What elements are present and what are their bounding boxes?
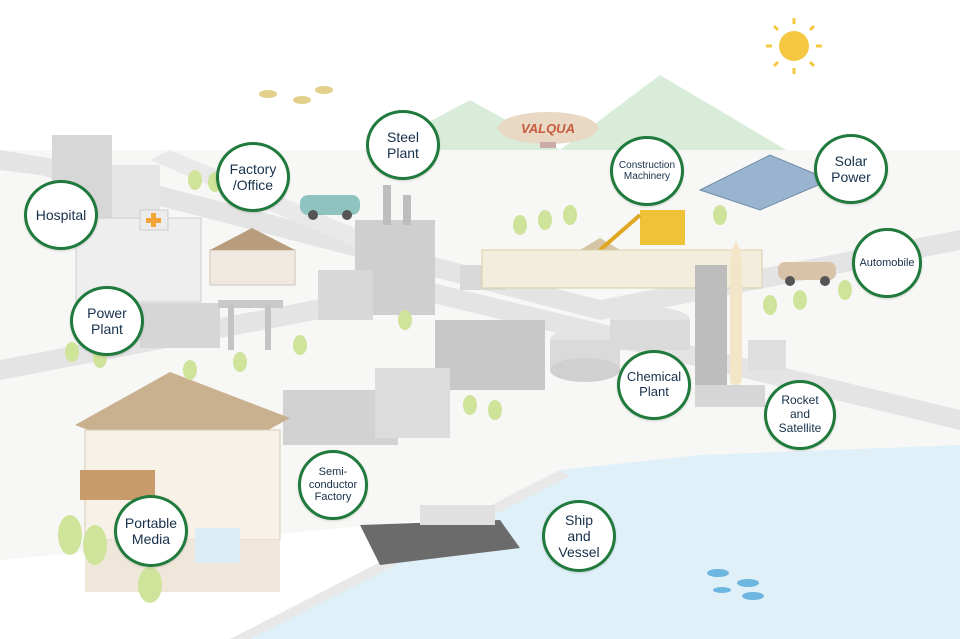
hospital-badge[interactable]: Hospital [24,180,98,250]
badge-label: Chemical Plant [626,369,682,399]
badge-label: Ship and Vessel [558,511,600,561]
badge-label: Factory /Office [229,160,277,193]
chemical-plant-building [435,307,690,390]
factory-office-badge[interactable]: Factory /Office [216,142,290,212]
badge-label: Solar Power [831,152,871,185]
badge-label: Steel Plant [387,128,419,161]
badge-label: Portable Media [124,514,178,547]
hospital-building [52,135,202,303]
rocket-satellite-badge[interactable]: Rocket and Satellite [764,380,836,450]
bird-icon [259,86,333,104]
automobile-badge[interactable]: Automobile [852,228,922,298]
semiconductor-factory-building [283,368,450,445]
car-automobile [778,262,836,286]
power-plant-badge[interactable]: Power Plant [70,286,144,356]
road-middle [0,280,960,430]
ship-vessel-badge[interactable]: Ship and Vessel [542,500,616,572]
rocket-tower [695,240,786,407]
badge-label: Semi- conductor Factory [308,466,358,504]
fish-icon [707,569,764,600]
trees [58,170,852,603]
semiconductor-factory-badge[interactable]: Semi- conductor Factory [298,450,368,520]
sun-icon [766,18,822,74]
houses [209,228,296,286]
portable-media-badge[interactable]: Portable Media [114,495,188,567]
power-plant-building [140,300,283,350]
steel-plant-badge[interactable]: Steel Plant [366,110,440,180]
construction-machinery-badge[interactable]: Construction Machinery [610,136,684,206]
badge-label: Construction Machinery [618,159,676,183]
solar-power-badge[interactable]: Solar Power [814,134,888,204]
ship [360,505,520,565]
badge-label: Automobile [859,256,915,269]
badge-label: Rocket and Satellite [778,393,822,435]
steel-plant-building [318,185,505,320]
blimp-label: VALQUA [521,121,575,136]
chemical-plant-badge[interactable]: Chemical Plant [617,350,691,420]
badge-label: Hospital [35,206,87,223]
blimp-icon [498,112,598,148]
badge-label: Power Plant [87,304,127,337]
car-factory [300,195,360,220]
